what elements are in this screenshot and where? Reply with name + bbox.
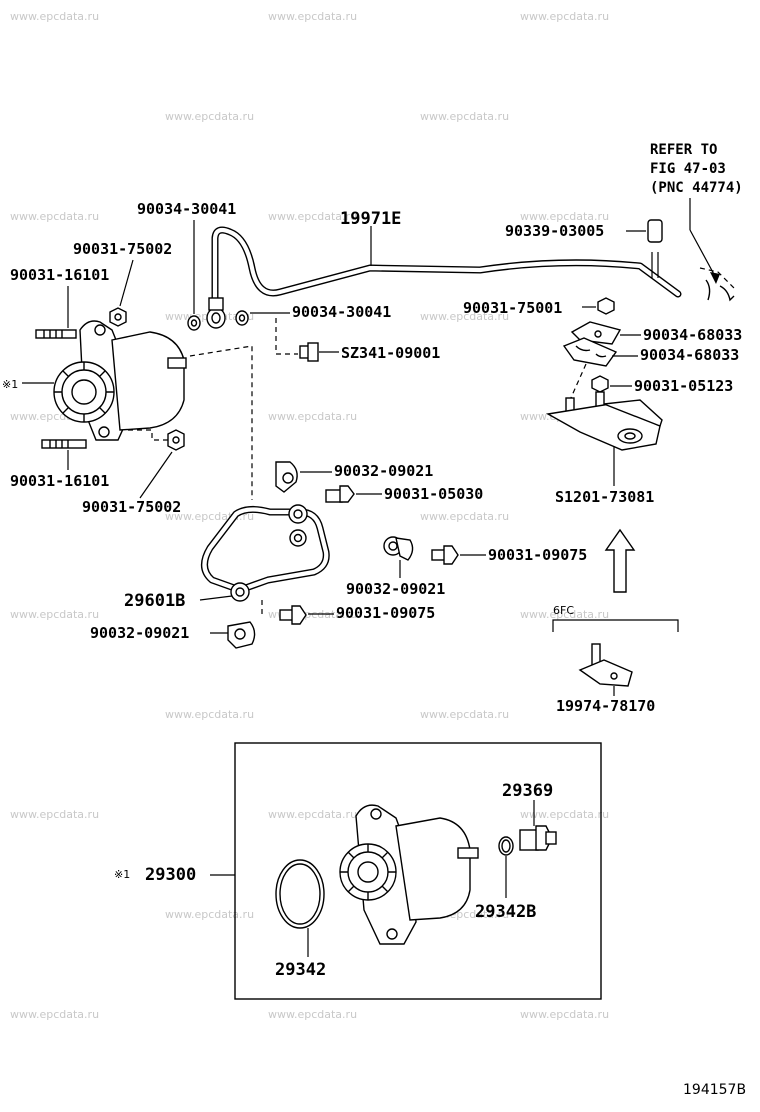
o-ring-29342b xyxy=(498,836,514,856)
leader-90031-75002-top xyxy=(119,259,134,307)
union-fitting xyxy=(187,297,249,331)
label-90339-03005: 90339-03005 xyxy=(505,222,604,240)
watermark: www.epcdata.ru xyxy=(520,808,609,821)
label-90031-16101-top: 90031-16101 xyxy=(10,266,109,284)
label-90031-09075-b: 90031-09075 xyxy=(336,604,435,622)
pipe-19971e xyxy=(211,226,682,304)
pipe-end-icon xyxy=(705,279,735,302)
watermark: www.epcdata.ru xyxy=(165,110,254,123)
label-6fc: 6FC xyxy=(553,604,574,617)
bracket-6fc-line xyxy=(552,619,679,632)
nut-bottom xyxy=(167,429,185,451)
watermark: www.epcdata.ru xyxy=(268,1008,357,1021)
assembly-box xyxy=(234,742,602,1000)
label-90031-09075-a: 90031-09075 xyxy=(488,546,587,564)
label-90031-05123: 90031-05123 xyxy=(634,377,733,395)
label-90031-75002-top: 90031-75002 xyxy=(73,240,172,258)
label-29300: 29300 xyxy=(145,865,196,885)
refer-dashed-outline xyxy=(699,267,737,291)
label-90031-75002-bot: 90031-75002 xyxy=(82,498,181,516)
watermark: www.epcdata.ru xyxy=(420,708,509,721)
watermark: www.epcdata.ru xyxy=(420,310,509,323)
pin-90339 xyxy=(647,219,663,278)
watermark: www.epcdata.ru xyxy=(268,210,357,223)
label-90034-68033-b: 90034-68033 xyxy=(640,346,739,364)
label-29342b: 29342B xyxy=(475,902,536,922)
bolt-90031-09075-a xyxy=(431,545,459,565)
watermark: www.epcdata.ru xyxy=(268,808,357,821)
bolt-90031-09075-b xyxy=(279,605,307,625)
label-29601b: 29601B xyxy=(124,591,185,611)
dashed-leader xyxy=(128,429,170,441)
watermark: www.epcdata.ru xyxy=(10,1008,99,1021)
label-90034-68033-a: 90034-68033 xyxy=(643,326,742,344)
note-mark-box: ※1 xyxy=(114,868,130,881)
label-90032-09021-b: 90032-09021 xyxy=(346,580,445,598)
dashed-leader xyxy=(189,345,253,500)
label-s1201-73081: S1201-73081 xyxy=(555,488,654,506)
watermark: www.epcdata.ru xyxy=(10,608,99,621)
stud-bottom xyxy=(41,439,87,449)
nut-top xyxy=(109,307,127,327)
stud-top xyxy=(35,329,77,339)
watermark: www.epcdata.ru xyxy=(520,608,609,621)
label-sz341-09001: SZ341-09001 xyxy=(341,344,440,362)
watermark: www.epcdata.ru xyxy=(165,908,254,921)
bolt-90031-05030 xyxy=(325,485,355,503)
refer-note: REFER TO FIG 47-03 (PNC 44774) xyxy=(650,142,743,302)
watermark: www.epcdata.ru xyxy=(10,808,99,821)
refer-line-1: REFER TO xyxy=(650,142,717,158)
watermark: www.epcdata.ru xyxy=(420,110,509,123)
arrow-up-icon xyxy=(604,528,636,593)
watermark: www.epcdata.ru xyxy=(268,10,357,23)
label-29369: 29369 xyxy=(502,781,553,801)
pump-assembly-icon xyxy=(339,804,479,945)
watermark: www.epcdata.ru xyxy=(268,410,357,423)
clip-c xyxy=(227,621,256,649)
clamp-90034-68033-b xyxy=(562,337,618,367)
clip-a xyxy=(275,461,298,493)
watermark: www.epcdata.ru xyxy=(10,10,99,23)
watermark: www.epcdata.ru xyxy=(520,10,609,23)
leader-90031-75002-bot xyxy=(139,451,173,499)
refer-line-2: FIG 47-03 xyxy=(650,161,726,177)
label-90032-09021-c: 90032-09021 xyxy=(90,624,189,642)
nut-90031-75001 xyxy=(597,297,615,315)
label-19971e: 19971E xyxy=(340,209,401,229)
bolt-90031-05123 xyxy=(591,375,609,409)
label-90031-75001: 90031-75001 xyxy=(463,299,562,317)
refer-line-3: (PNC 44774) xyxy=(650,180,743,196)
label-29342: 29342 xyxy=(275,960,326,980)
dashed-leader xyxy=(275,318,298,355)
refer-arrow-icon xyxy=(710,272,720,284)
label-90031-05030: 90031-05030 xyxy=(384,485,483,503)
label-90032-09021-a: 90032-09021 xyxy=(334,462,433,480)
label-90031-16101-bot: 90031-16101 xyxy=(10,472,109,490)
note-mark-left: ※1 xyxy=(2,378,18,391)
leader-29601b xyxy=(199,595,233,601)
bracket-19974 xyxy=(578,643,633,687)
watermark: www.epcdata.ru xyxy=(165,708,254,721)
plug-sz341 xyxy=(299,342,319,362)
vacuum-pump-icon xyxy=(53,320,187,441)
watermark: www.epcdata.ru xyxy=(520,210,609,223)
watermark: www.epcdata.ru xyxy=(10,210,99,223)
fitting-29369 xyxy=(519,825,557,851)
label-19974-78170: 19974-78170 xyxy=(556,697,655,715)
bracket-s1201 xyxy=(545,397,663,451)
label-90034-30041-mid: 90034-30041 xyxy=(292,303,391,321)
label-90034-30041-top: 90034-30041 xyxy=(137,200,236,218)
figure-code: 194157B xyxy=(683,1082,746,1098)
clip-b xyxy=(383,536,414,561)
dashed-leader xyxy=(569,363,587,401)
watermark: www.epcdata.ru xyxy=(420,510,509,523)
o-ring-29342 xyxy=(275,859,325,929)
hose-29601b xyxy=(201,504,330,602)
watermark: www.epcdata.ru xyxy=(520,1008,609,1021)
